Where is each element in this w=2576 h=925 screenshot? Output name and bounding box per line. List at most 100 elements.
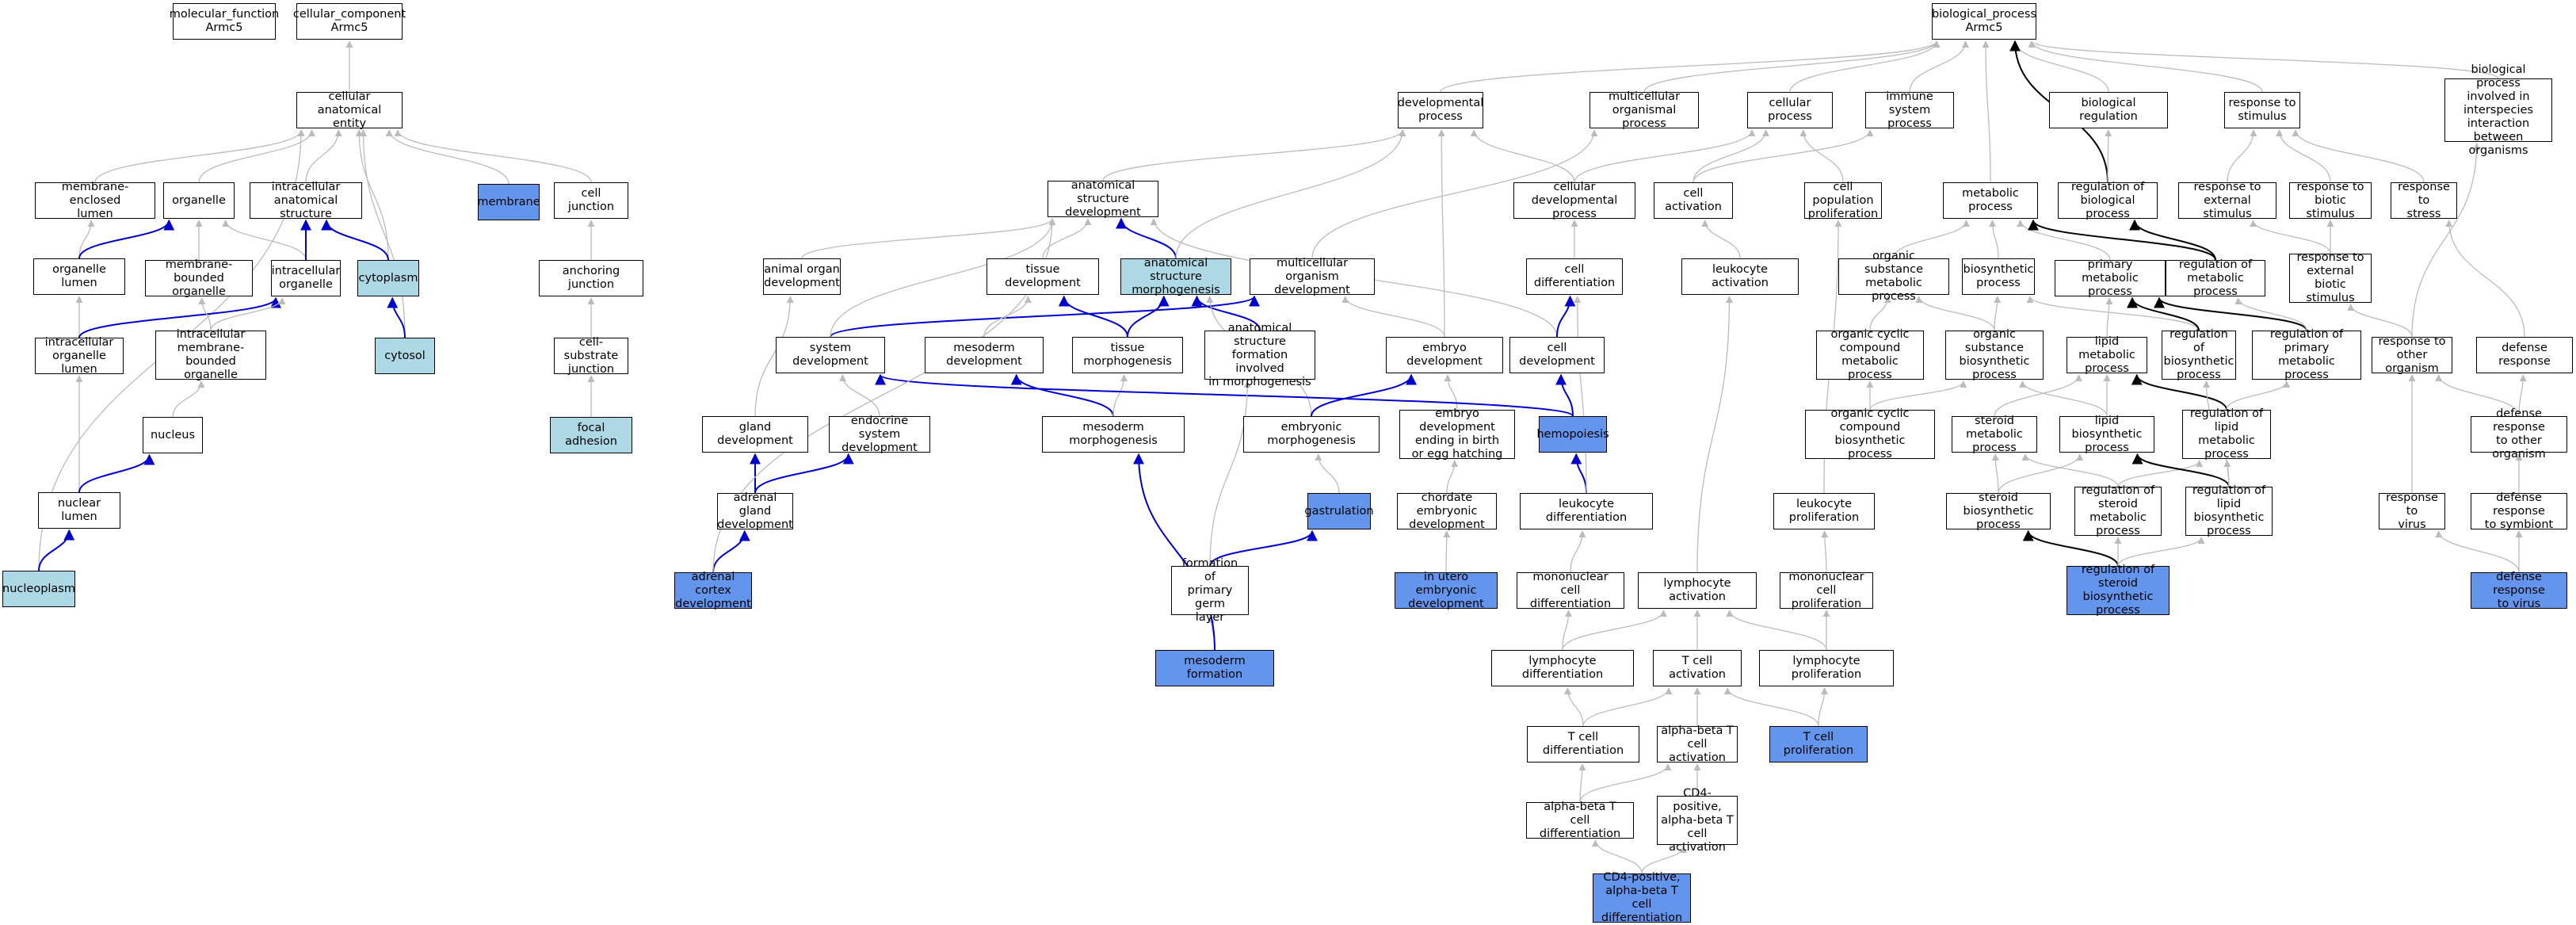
node-cpp: cell population proliferation bbox=[1804, 181, 1882, 220]
node-isp: immune system process bbox=[1865, 90, 1954, 130]
edge-rpmp-to-rmp bbox=[2234, 297, 2307, 331]
node-stmp: steroid metabolic process bbox=[1952, 415, 2037, 454]
edge-hem-to-cdev bbox=[1555, 373, 1574, 417]
edge-cdp-to-dp bbox=[1470, 129, 1575, 183]
node-drts: defense response to symbiont bbox=[2471, 491, 2567, 531]
node-pmp: primary metabolic process bbox=[2055, 258, 2166, 298]
node-lyma: lymphocyte activation bbox=[1638, 572, 1757, 609]
node-ed: embryo development bbox=[1386, 337, 1503, 373]
node-drtv: defense response to virus bbox=[2471, 571, 2567, 610]
edge-np-to-nl bbox=[38, 529, 75, 571]
node-org: organelle bbox=[163, 182, 235, 219]
node-nl: nuclear lumen bbox=[38, 492, 120, 529]
node-iued: in utero embryonic development bbox=[1395, 571, 1498, 610]
node-ced: chordate embryonic development bbox=[1397, 491, 1497, 531]
edge-ca-to-isp bbox=[1693, 129, 1874, 183]
node-hem: hemopoiesis bbox=[1536, 416, 1609, 453]
edge-td-to-asd bbox=[1042, 218, 1092, 259]
node-cdiff: cell differentiation bbox=[1526, 258, 1623, 295]
node-ias: intracellular anatomical structure bbox=[250, 181, 362, 220]
edge-orgl-to-org bbox=[78, 219, 175, 259]
edge-mm-to-mdev bbox=[1010, 373, 1114, 417]
node-lp: leukocyte proliferation bbox=[1773, 493, 1875, 529]
node-br: biological regulation bbox=[2049, 92, 2168, 128]
node-rtst: response to stress bbox=[2391, 181, 2457, 220]
node-cytosol: cytosol bbox=[375, 338, 435, 374]
edge-sbp-to-stmp bbox=[1991, 453, 1999, 494]
edge-asm-to-asd bbox=[1116, 217, 1177, 259]
node-rmp: regulation of metabolic process bbox=[2166, 258, 2265, 298]
edge-rpmp-to-pmp bbox=[2154, 296, 2307, 331]
edge-cpp-to-cp bbox=[1799, 129, 1844, 183]
node-rtbs: response to biotic stimulus bbox=[2289, 181, 2372, 220]
edge-rlmp-to-lmp bbox=[2131, 373, 2227, 411]
edge-tcd-to-tca bbox=[1582, 687, 1673, 727]
edge-cytosol-to-cyt bbox=[387, 296, 406, 338]
edge-ld-to-hem bbox=[1570, 453, 1587, 494]
edge-asfm-to-asm bbox=[1191, 295, 1261, 331]
edge-cd4d-to-cd4a bbox=[1641, 846, 1688, 874]
edge-tcp-to-tca bbox=[1723, 687, 1819, 727]
edge-gd-to-aod bbox=[754, 296, 794, 417]
edge-drtoo-to-dr bbox=[2518, 374, 2527, 417]
edge-mf2-to-mm bbox=[1133, 453, 1215, 651]
node-mf: molecular_function Armc5 bbox=[170, 3, 279, 40]
edge-imbo-to-io bbox=[210, 297, 286, 331]
edge-drtoo-to-rtoo bbox=[2435, 374, 2520, 417]
node-td: tissue development bbox=[987, 258, 1099, 295]
node-cae: cellular anatomical entity bbox=[296, 90, 403, 130]
edge-rbp-to-br bbox=[2105, 129, 2112, 183]
node-osbp: organic substance biosynthetic process bbox=[1945, 328, 2044, 381]
edge-cp-to-bp bbox=[1789, 40, 1941, 93]
node-rtv: response to virus bbox=[2379, 491, 2445, 531]
node-ca: cell activation bbox=[1654, 182, 1733, 219]
node-np: nucleoplasm bbox=[2, 571, 75, 607]
edge-cyt-to-ias bbox=[321, 219, 389, 261]
edge-bsp-to-mp bbox=[1988, 220, 1999, 259]
node-orgl: organelle lumen bbox=[33, 258, 125, 295]
edge-hem-to-sd bbox=[875, 373, 1574, 417]
node-rtoo: response to other organism bbox=[2372, 335, 2452, 375]
node-mf2: mesoderm formation bbox=[1155, 650, 1274, 686]
node-rts: response to stimulus bbox=[2224, 92, 2300, 128]
edge-mncp-to-lp bbox=[1821, 530, 1829, 573]
node-rtebs: response to external biotic stimulus bbox=[2289, 251, 2372, 304]
edge-occmp-to-osmp bbox=[1869, 296, 1892, 331]
edge-iol-to-io bbox=[78, 296, 281, 338]
node-csj: cell-substrate junction bbox=[554, 336, 628, 376]
edge-ld-to-cdiff bbox=[1574, 296, 1587, 494]
node-occbp: organic cyclic compound biosynthetic pro… bbox=[1805, 407, 1935, 461]
node-mop: multicellular organismal process bbox=[1589, 90, 1699, 130]
edge-mod-to-mop bbox=[1311, 129, 1598, 259]
edge-rmp-to-mp bbox=[2028, 219, 2216, 261]
node-io: intracellular organelle bbox=[271, 260, 341, 296]
edge-cdp-to-cp bbox=[1574, 129, 1756, 183]
node-mel: membrane-enclosed lumen bbox=[35, 181, 155, 220]
edge-osmp-to-mp bbox=[1893, 220, 1971, 259]
node-dr: defense response bbox=[2476, 337, 2573, 373]
edge-isp-to-bp bbox=[1909, 40, 1970, 93]
edge-mdev-to-td bbox=[983, 296, 1032, 338]
node-lmp: lipid metabolic process bbox=[2067, 335, 2147, 375]
node-la: leukocyte activation bbox=[1681, 258, 1799, 295]
edge-lymd-to-lyma bbox=[1562, 610, 1668, 651]
edge-aod-to-asd bbox=[801, 218, 1056, 259]
node-rtes: response to external stimulus bbox=[2178, 181, 2276, 220]
node-fppgl: formation of primary germ layer bbox=[1171, 557, 1249, 624]
edge-lymp-to-lyma bbox=[1726, 610, 1827, 651]
edge-lymd-to-mncd bbox=[1562, 610, 1573, 651]
edge-rtoo-to-rtebs bbox=[2347, 304, 2413, 338]
node-lbp: lipid biosynthetic process bbox=[2059, 415, 2154, 454]
node-sbp: steroid biosynthetic process bbox=[1946, 491, 2051, 531]
edge-rsbp-to-rlbp bbox=[2117, 537, 2205, 567]
edge-org-to-cae bbox=[198, 129, 316, 183]
edge-rbsp-to-bsp bbox=[2026, 296, 2200, 331]
node-rlbp: regulation of lipid biosynthetic process bbox=[2185, 484, 2273, 537]
node-mncd: mononuclear cell differentiation bbox=[1517, 571, 1624, 610]
node-esd: endocrine system development bbox=[829, 415, 930, 454]
node-cdp: cellular developmental process bbox=[1513, 181, 1635, 220]
node-abtcd: alpha-beta T cell differentiation bbox=[1526, 801, 1634, 840]
edge-agd-to-esd bbox=[754, 453, 854, 494]
edge-rlmp-to-rpmp bbox=[2226, 380, 2291, 411]
node-mdev: mesoderm development bbox=[925, 337, 1044, 373]
